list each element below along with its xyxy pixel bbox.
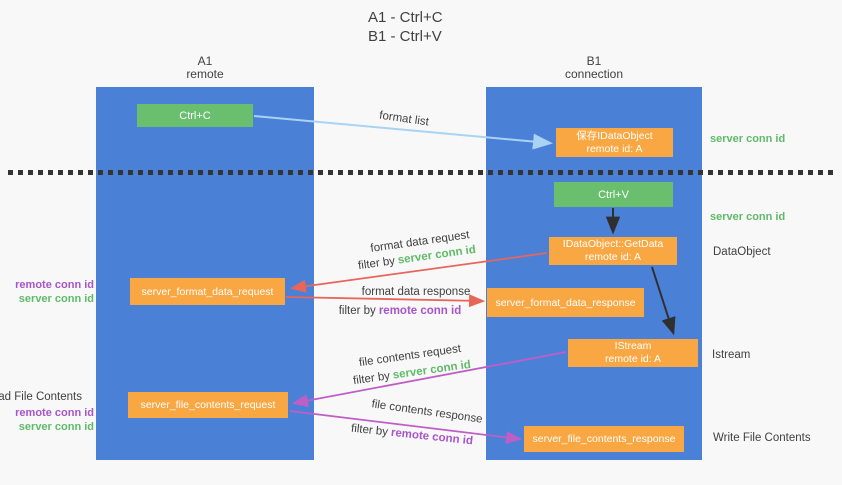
node-idataobject-getdata: IDataObject::GetData remote id: A: [549, 237, 677, 265]
label-remote-conn-id-left-bottom: remote conn id: [15, 407, 94, 419]
node-istream: IStream remote id: A: [568, 339, 698, 367]
node-file-response-label: server_file_contents_response: [532, 433, 676, 445]
filter-by-text: filter by: [350, 422, 389, 439]
node-getdata-line1: IDataObject::GetData: [562, 238, 664, 250]
node-ctrl-v: Ctrl+V: [554, 182, 673, 207]
node-istream-line2: remote id: A: [604, 353, 662, 365]
node-server-file-contents-response: server_file_contents_response: [524, 426, 684, 452]
label-server-conn-id-left-top: server conn id: [18, 293, 94, 305]
remote-conn-id-text: remote conn id: [390, 426, 474, 448]
node-file-request-label: server_file_contents_request: [140, 399, 276, 411]
node-save-idataobject-line2: remote id: A: [586, 142, 643, 155]
label-format-list: format list: [378, 109, 430, 129]
label-remote-conn-id-left-top: remote conn id: [15, 279, 94, 291]
node-istream-line1: IStream: [614, 340, 652, 352]
node-server-format-data-request: server_format_data_request: [130, 278, 285, 305]
node-server-file-contents-request: server_file_contents_request: [128, 392, 288, 418]
column-header-a1: A1 remote: [145, 55, 265, 81]
label-format-data-response: format data response: [361, 286, 471, 298]
label-read-file-contents: Read File Contents: [0, 391, 82, 403]
label-write-file-contents: Write File Contents: [713, 432, 811, 444]
node-ctrl-c-label: Ctrl+C: [179, 109, 211, 122]
diagram-title: A1 - Ctrl+C B1 - Ctrl+V: [368, 8, 443, 46]
column-b1-role: connection: [564, 67, 624, 81]
filter-by-text: filter by: [352, 370, 391, 388]
label-server-conn-id-right-mid: server conn id: [710, 211, 786, 223]
label-file-contents-response: file contents response: [370, 398, 484, 426]
title-line-2: B1 - Ctrl+V: [368, 28, 442, 45]
label-server-conn-id-right-top: server conn id: [710, 133, 786, 145]
node-server-format-data-response: server_format_data_response: [487, 288, 644, 317]
node-format-response-label: server_format_data_response: [495, 296, 636, 309]
node-save-idataobject: 保存IDataObject remote id: A: [556, 128, 673, 157]
node-getdata-line2: remote id: A: [584, 251, 641, 263]
column-b1-id: B1: [586, 54, 602, 68]
label-server-conn-id-left-bottom: server conn id: [18, 421, 94, 433]
node-ctrl-v-label: Ctrl+V: [598, 188, 629, 201]
column-a1-id: A1: [197, 54, 213, 68]
label-istream: Istream: [712, 349, 751, 361]
title-line-1: A1 - Ctrl+C: [368, 9, 443, 26]
label-dataobject: DataObject: [713, 246, 771, 258]
column-a1-role: remote: [186, 67, 224, 81]
node-ctrl-c: Ctrl+C: [137, 104, 253, 127]
machine-boundary-dotted-line: [8, 170, 836, 175]
node-format-request-label: server_format_data_request: [141, 285, 274, 298]
filter-by-text: filter by: [357, 255, 396, 273]
column-header-b1: B1 connection: [534, 55, 654, 81]
filter-by-text: filter by: [338, 305, 376, 317]
remote-conn-id-text: remote conn id: [378, 305, 462, 317]
node-save-idataobject-line1: 保存IDataObject: [576, 129, 653, 142]
